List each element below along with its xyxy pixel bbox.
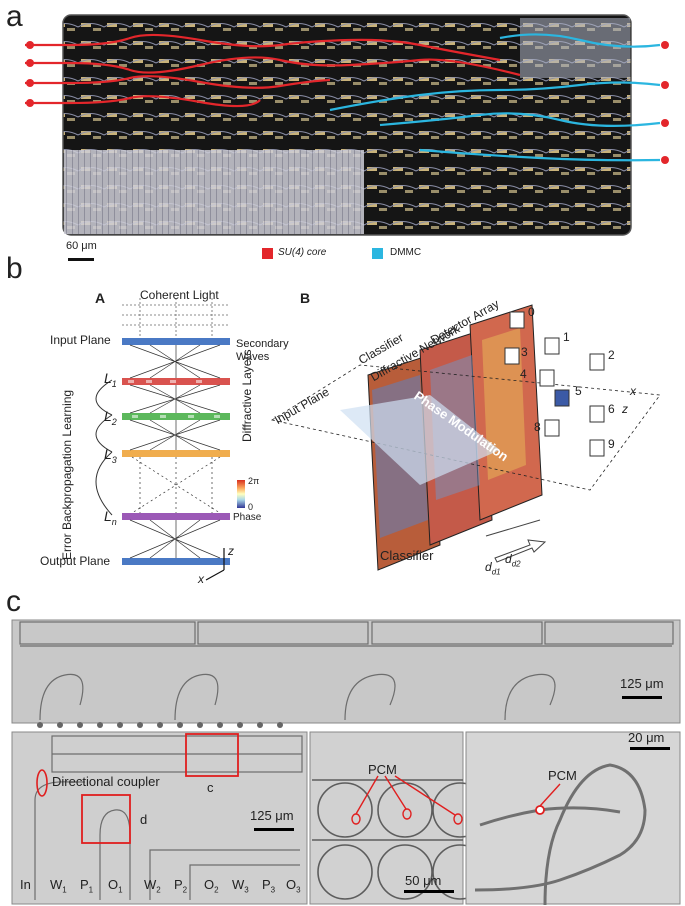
highlight-box-c (185, 733, 239, 777)
distance-d2-label: dd2 (505, 552, 521, 569)
secondary-waves-label-2: Waves (236, 351, 270, 363)
port-w2: W2 (144, 877, 161, 895)
detector-5: 5 (575, 384, 582, 398)
detector-6: 6 (608, 402, 615, 416)
axis-z-label-b: z (622, 402, 628, 416)
axis-x-label-b: x (630, 384, 636, 398)
ring-array-zoom (312, 779, 488, 900)
input-ports (26, 41, 34, 107)
secondary-waves-label-1: Secondary (236, 338, 289, 350)
detector-0: 0 (528, 305, 535, 319)
detector-2: 2 (608, 348, 615, 362)
panel-letter-a: a (6, 0, 23, 33)
scale-bar-bottom-right (630, 747, 670, 750)
port-o1: O1 (108, 877, 123, 895)
scale-bar-top (622, 696, 662, 699)
error-backprop-label: Error Backpropagation Learning (60, 389, 74, 560)
legend-label-su4: SU(4) core (278, 247, 327, 258)
dmmc-waveguides (329, 33, 661, 162)
scale-label-a: 60 μm (66, 240, 97, 252)
detector-3: 3 (521, 345, 528, 359)
port-p1: P1 (80, 877, 94, 895)
phase-colorbar (237, 480, 245, 508)
panel-letter-c: c (6, 585, 21, 618)
pcm-label-right: PCM (548, 768, 577, 783)
directional-coupler-marker (36, 769, 48, 797)
coherent-light-label: Coherent Light (140, 288, 219, 302)
legend-swatch-su4 (262, 248, 273, 259)
port-p2: P2 (174, 877, 188, 895)
pcm-label-mid: PCM (368, 762, 397, 777)
port-in: In (20, 877, 31, 892)
layer-label-1: L1 (104, 370, 117, 389)
detector-1: 1 (563, 330, 570, 344)
detector-8: 8 (534, 420, 541, 434)
phase-max-label: 2π (248, 476, 260, 486)
port-o3: O3 (286, 877, 301, 895)
port-w3: W3 (232, 877, 249, 895)
detector-9: 9 (608, 437, 615, 451)
pcm-marker-right (535, 805, 545, 815)
chip-micrograph (25, 14, 669, 261)
highlight-box-d (81, 794, 131, 844)
box-c-label: c (207, 780, 214, 795)
scale-bar-bottom-left (254, 828, 294, 831)
port-w1: W1 (50, 877, 67, 895)
sub-letter-B: B (300, 290, 311, 306)
scale-label-mid: 50 μm (405, 873, 442, 888)
top-scale-label: 125 μm (620, 676, 664, 691)
layer-label-2: L2 (104, 408, 117, 427)
axis-z-label-a: z (228, 544, 234, 558)
detector-4: 4 (520, 367, 527, 381)
diffractive-network-schematic (95, 298, 661, 581)
su4-waveguides (25, 33, 521, 108)
classifier-bottom-label: Classifier (380, 548, 434, 563)
scale-label-right: 20 μm (628, 730, 665, 745)
pcm-markers-mid (351, 775, 463, 825)
layer-label-n: Ln (104, 508, 117, 527)
scale-bar-a (68, 258, 94, 261)
legend-label-dmmc: DMMC (390, 247, 422, 258)
phase-min-label: 0 (248, 502, 254, 512)
layer-label-3: L3 (104, 446, 117, 465)
distance-d1-label: dd1 (485, 560, 501, 577)
phase-label: Phase (233, 512, 262, 523)
output-plane-label: Output Plane (40, 554, 111, 568)
axis-x-label-a: x (198, 572, 204, 586)
output-ports (661, 41, 669, 164)
sub-letter-A: A (95, 290, 106, 306)
ring-array-top (19, 621, 674, 721)
panel-letter-b: b (6, 252, 23, 285)
detector-array (504, 311, 605, 457)
port-o2: O2 (204, 877, 219, 895)
input-plane-label-a: Input Plane (50, 333, 111, 347)
box-d-label: d (140, 812, 148, 827)
bottom-left-scale-label: 125 μm (250, 808, 294, 823)
scale-bar-bottom-mid (404, 890, 454, 893)
port-p3: P3 (262, 877, 276, 895)
legend-swatch-dmmc (372, 248, 383, 259)
diffractive-layers-label: Diffractive Layers (240, 349, 254, 442)
ring-array-bottom-left (34, 735, 303, 900)
fabricated-chip-micrographs (11, 619, 681, 906)
directional-coupler-label: Directional coupler (52, 774, 160, 789)
